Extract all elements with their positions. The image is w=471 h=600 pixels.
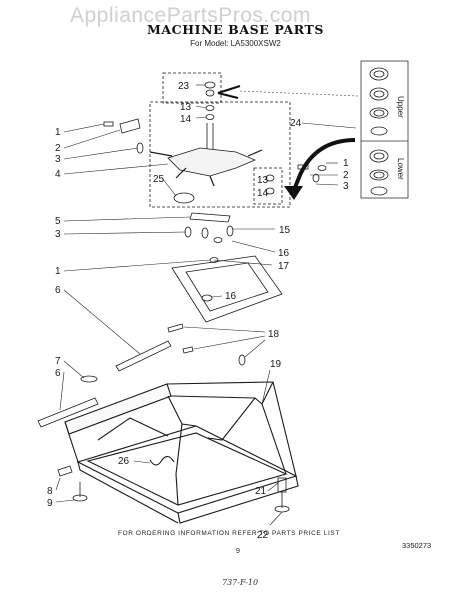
callout-6b: 6	[55, 368, 61, 379]
page-title: MACHINE BASE PARTS	[146, 22, 325, 37]
callout-16: 16	[278, 248, 290, 259]
callout-14b: 14	[257, 188, 269, 199]
callout-7: 7	[55, 356, 61, 367]
machine-base-frame	[64, 381, 299, 524]
callout-3c: 3	[343, 181, 349, 192]
callout-13b: 13	[257, 175, 269, 186]
brace-strip-part	[115, 340, 172, 372]
washer-part	[205, 105, 215, 111]
callout-9: 9	[47, 498, 53, 509]
page-number: 9	[236, 548, 240, 555]
callout-24: 24	[290, 118, 302, 129]
callout-23: 23	[178, 81, 190, 92]
callout-22: 22	[257, 530, 269, 541]
callout-1c: 1	[343, 158, 349, 169]
lower-spring-icons	[369, 149, 389, 196]
callout-6: 6	[55, 285, 61, 296]
spring-options-legend	[360, 60, 409, 199]
callout-8: 8	[47, 486, 53, 497]
callout-14: 14	[180, 114, 192, 125]
leader-lines	[55, 84, 357, 526]
callout-19: 19	[270, 359, 282, 370]
black-curved-arrow-icon	[217, 85, 359, 200]
callout-2: 2	[55, 143, 61, 154]
screw-part	[103, 121, 114, 127]
washer-part-2	[205, 114, 215, 120]
callout-3b: 3	[55, 229, 61, 240]
snubber-ring-part	[173, 192, 195, 204]
callout-1b: 1	[55, 266, 61, 277]
document-number: 3350273	[402, 541, 432, 550]
callout-18: 18	[268, 329, 280, 340]
ordering-info-note: FOR ORDERING INFORMATION REFER TO PARTS …	[118, 530, 340, 537]
upper-spring-icons	[369, 67, 389, 136]
callout-25: 25	[153, 174, 165, 185]
base-plate-part	[167, 147, 257, 177]
bearing-cap-part	[204, 81, 216, 89]
callout-4: 4	[55, 169, 61, 180]
callout-15: 15	[279, 225, 291, 236]
legend-upper-label: Upper	[396, 96, 405, 118]
bearing-part	[205, 89, 215, 97]
callout-21: 21	[255, 486, 267, 497]
bearing-group-box	[162, 72, 222, 104]
model-subtitle: For Model: LA5300XSW2	[190, 39, 281, 48]
spring-group-box	[253, 167, 283, 205]
callout-13: 13	[180, 102, 192, 113]
snubber-group-box	[149, 101, 291, 208]
bracket-part	[119, 118, 141, 134]
snubber-frame-part	[171, 255, 283, 323]
callout-2c: 2	[343, 170, 349, 181]
callout-16b: 16	[225, 291, 237, 302]
watermark: AppliancePartsPros.com	[70, 4, 311, 27]
callout-26: 26	[118, 456, 130, 467]
legend-lower-label: Lower	[396, 158, 405, 180]
callout-1: 1	[55, 127, 61, 138]
callout-17: 17	[278, 261, 290, 272]
callout-5: 5	[55, 216, 61, 227]
handwritten-note: 737-F-10	[222, 578, 259, 587]
callout-3: 3	[55, 154, 61, 165]
